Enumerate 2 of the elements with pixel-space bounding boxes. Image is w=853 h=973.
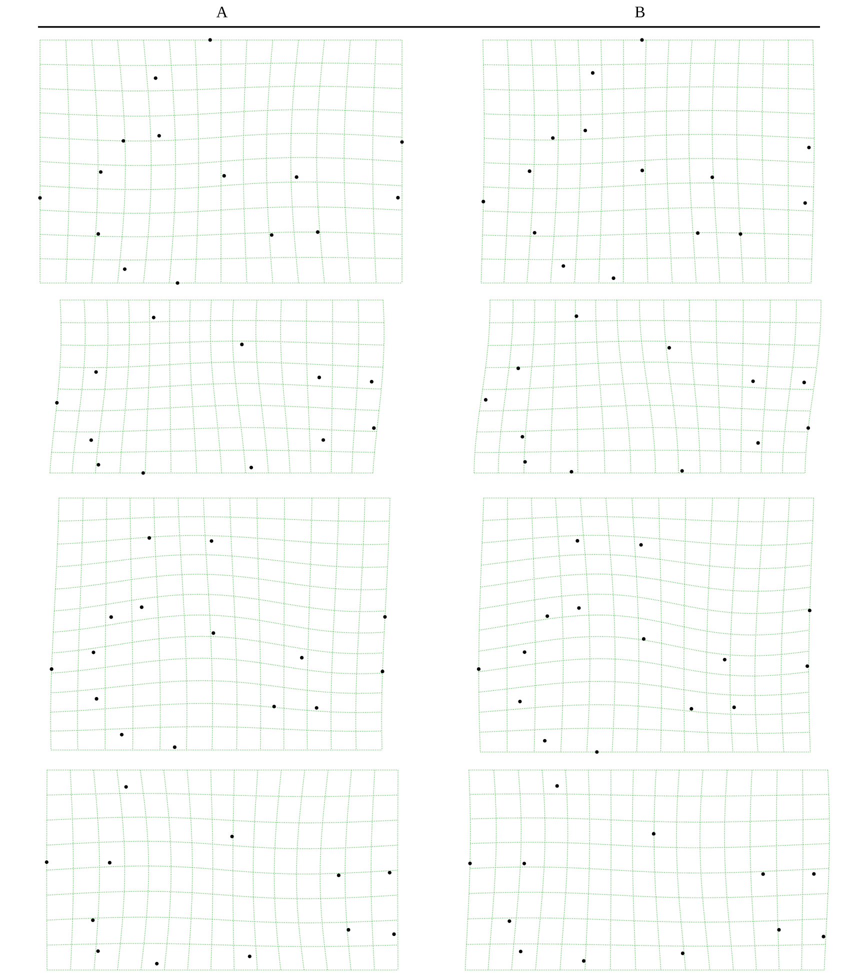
column-header: A (216, 6, 228, 18)
column-header: B (635, 6, 645, 18)
